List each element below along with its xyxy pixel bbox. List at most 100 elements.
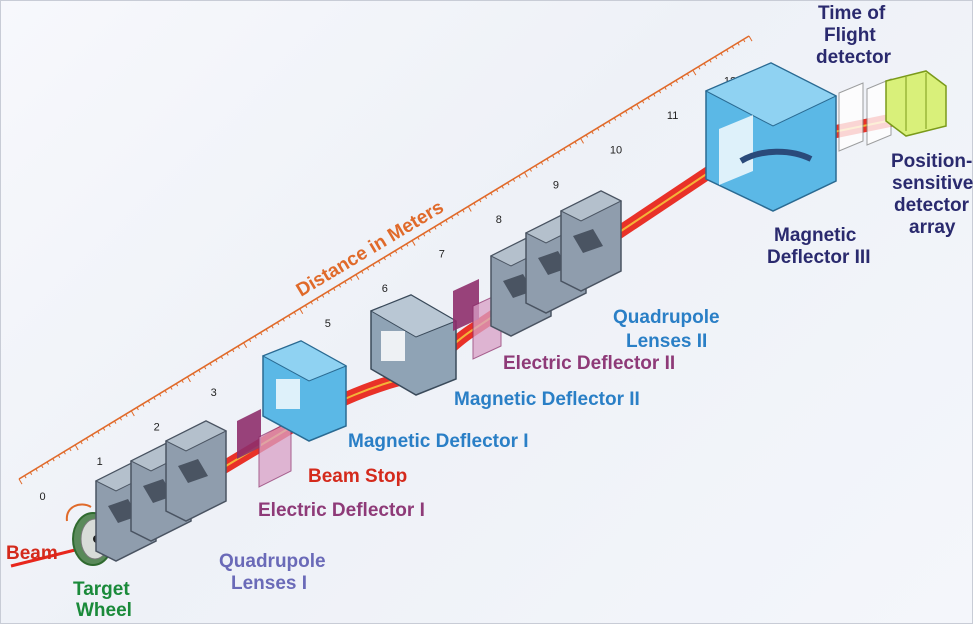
axis-minor-tick [585,134,589,138]
axis-minor-tick [479,199,482,203]
axis-tick-label: 7 [439,249,445,261]
axis-title: Distance in Meters [293,197,448,301]
magnetic-deflector-1 [261,340,348,442]
position-sensitive-detector-array [885,70,947,137]
axis-minor-tick [664,86,667,90]
axis-minor-tick [231,349,235,353]
axis-minor-tick [215,359,218,363]
axis-minor-tick [260,332,263,336]
time-of-flight-detector [838,78,892,152]
axis-tick-label: 11 [667,110,678,122]
axis-minor-tick [720,52,723,56]
label-wheel: Wheel [76,600,132,621]
axis-minor-tick [714,56,718,60]
axis-minor-tick [512,178,516,182]
axis-minor-tick [327,291,330,295]
axis-minor-tick [383,257,386,261]
axis-minor-tick [57,454,61,458]
axis-minor-tick [669,83,673,87]
axis-minor-tick [108,424,111,428]
quadrupole-lenses-1 [94,420,228,562]
axis-minor-tick [119,417,123,421]
axis-minor-tick [299,308,304,314]
label-deflector-3: Deflector III [767,247,870,268]
axis-tick-label: 2 [154,422,160,434]
axis-minor-tick [35,468,38,472]
axis-minor-tick [574,141,577,145]
axis-minor-tick [580,137,584,144]
axis-minor-tick [170,386,173,390]
axis-minor-tick [153,396,156,401]
axis-minor-tick [265,328,269,332]
axis-minor-tick [647,97,650,101]
axis-minor-tick [271,325,274,329]
axis-minor-tick [686,73,690,77]
axis-minor-tick [377,260,381,264]
axis-minor-tick [698,66,701,70]
axis-minor-tick [394,250,398,254]
axis-minor-tick [439,223,443,227]
axis-tick-label: 1 [97,456,103,468]
axis-minor-tick [63,451,66,455]
axis-minor-tick [630,107,634,111]
label-sensitive: sensitive [892,173,973,194]
label-beam: Beam [6,543,58,564]
axis-minor-tick [282,318,285,322]
axis-minor-tick [198,369,201,373]
axis-minor-tick [529,168,532,172]
axis-minor-tick [428,229,431,234]
axis-minor-tick [523,172,528,178]
axis-minor-tick [91,434,94,438]
axis-minor-tick [310,301,313,305]
axis-minor-tick [467,206,472,212]
label-lenses-2: Lenses II [626,331,707,352]
axis-minor-tick [80,441,83,445]
axis-minor-tick [142,403,145,407]
axis-minor-tick [372,264,375,268]
axis-minor-tick [102,427,106,431]
axis-minor-tick [619,114,622,118]
axis-minor-tick [24,475,27,479]
axis-minor-tick [557,151,561,155]
axis-minor-tick [456,212,459,217]
axis-minor-tick [535,165,538,169]
axis-minor-tick [596,127,600,131]
axis-minor-tick [69,448,72,452]
axis-minor-tick [276,321,280,326]
label-magnetic-deflector-2: Magnetic Deflector II [454,389,640,410]
axis-minor-tick [293,311,297,315]
axis-minor-tick [731,45,735,50]
axis-minor-tick [540,161,544,165]
axis-minor-tick [175,383,179,387]
axis-minor-tick [737,42,740,46]
axis-minor-tick [501,185,504,189]
axis-minor-tick [552,155,555,159]
magnetic-deflector-3 [704,62,838,212]
axis-minor-tick [450,216,454,220]
axis-minor-tick [507,182,510,186]
axis-minor-tick [114,420,117,424]
label-position: Position- [891,151,972,172]
axis-minor-tick [220,356,224,360]
quadrupole-lenses-2 [489,190,623,337]
axis-minor-tick [366,267,370,271]
axis-minor-tick [675,80,678,84]
axis-minor-tick [484,195,488,199]
axis-minor-tick [417,236,420,240]
axis-minor-tick [692,69,697,76]
axis-minor-tick [422,233,426,237]
label-quadrupole-1: Quadrupole [219,551,326,572]
axis-minor-tick [181,379,184,383]
axis-tick-label: 3 [211,387,217,399]
label-time-of: Time of [818,3,886,24]
label-lenses-1: Lenses I [231,573,307,594]
label-array: array [909,217,956,238]
axis-tick-label: 6 [382,283,388,295]
axis-minor-tick [748,35,753,42]
label-beam-stop: Beam Stop [308,466,407,487]
axis-minor-tick [97,431,100,435]
axis-minor-tick [355,274,360,280]
axis-minor-tick [41,465,44,469]
